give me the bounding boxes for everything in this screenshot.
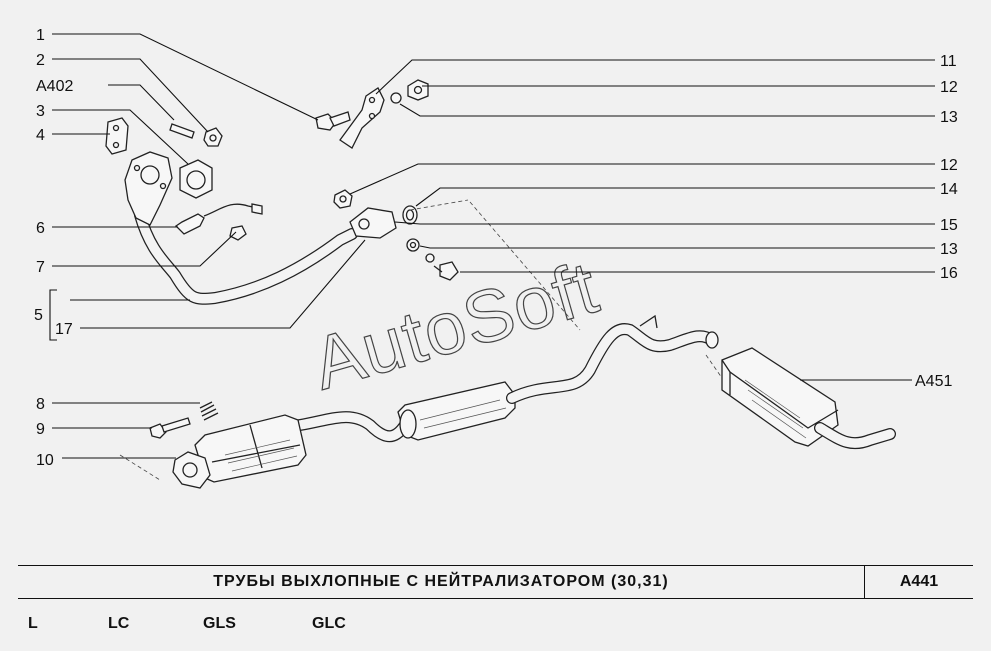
callout-7: 7: [36, 259, 45, 276]
callout-9: 9: [36, 421, 45, 438]
callout-12-top: 12: [940, 79, 958, 96]
manifold-gaskets: [105, 117, 223, 199]
diagram-title: ТРУБЫ ВЫХЛОПНЫЕ С НЕЙТРАЛИЗАТОРОМ (30,31…: [18, 566, 865, 598]
rear-muffler: [705, 347, 896, 450]
bracket-mount: [315, 79, 429, 149]
callout-12-lower: 12: [940, 157, 958, 174]
front-exhaust-pipe: [124, 151, 358, 305]
callout-5: 5: [34, 307, 43, 324]
exhaust-assembly-diagram: AutoSoft: [34, 27, 958, 489]
leader-lines: [49, 33, 935, 459]
callout-a402: A402: [36, 78, 73, 95]
spring-bolt-set: [149, 401, 219, 439]
callout-labels: 1 2 A402 3 4 6 7 5 17 8 9 10 11 12 13 12…: [34, 27, 958, 469]
callout-8: 8: [36, 396, 45, 413]
callout-14: 14: [940, 181, 958, 198]
flange-joint: [333, 189, 581, 331]
callout-3: 3: [36, 103, 45, 120]
variant-label: L: [28, 615, 38, 632]
callout-a451: A451: [915, 373, 952, 390]
callout-15: 15: [940, 217, 958, 234]
callout-4: 4: [36, 127, 45, 144]
resonator: [397, 314, 719, 441]
variant-label: LC: [108, 615, 130, 632]
callout-6: 6: [36, 220, 45, 237]
callout-17: 17: [55, 321, 73, 338]
callout-13-lower: 13: [940, 241, 958, 258]
variant-label: GLS: [203, 615, 236, 632]
variant-label: GLC: [312, 615, 346, 632]
callout-10: 10: [36, 452, 54, 469]
callout-16: 16: [940, 265, 958, 282]
oxygen-sensor: [174, 203, 263, 241]
title-block: ТРУБЫ ВЫХЛОПНЫЕ С НЕЙТРАЛИЗАТОРОМ (30,31…: [18, 565, 973, 599]
diagram-code: A441: [899, 573, 939, 590]
callout-2: 2: [36, 52, 45, 69]
catalytic-converter: [119, 411, 411, 489]
model-variants: L LC GLS GLC: [0, 615, 991, 639]
callout-13-top: 13: [940, 109, 958, 126]
callout-11: 11: [940, 53, 957, 70]
callout-1: 1: [36, 27, 45, 44]
